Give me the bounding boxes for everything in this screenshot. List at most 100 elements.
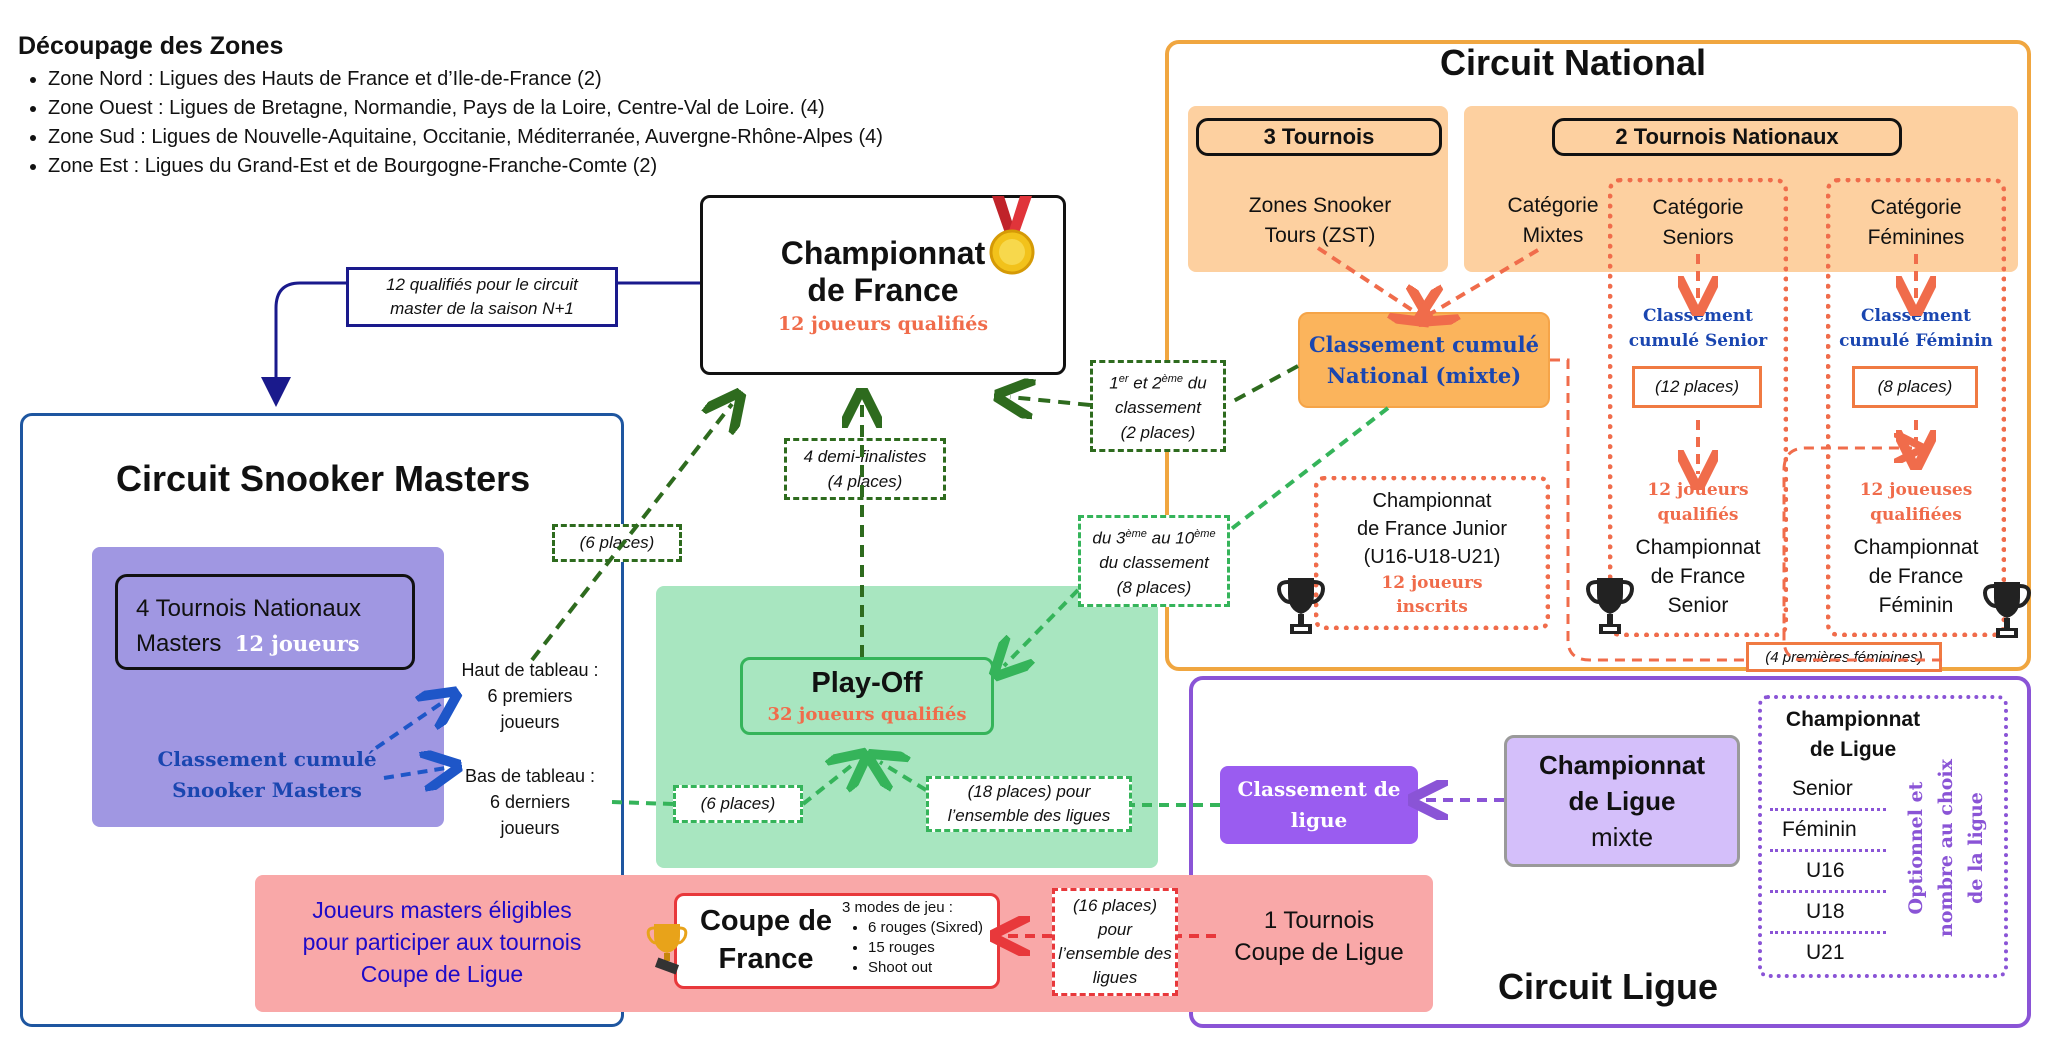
bas-line2: 6 derniers [489, 792, 571, 812]
premiers-sup2: ème [1161, 372, 1184, 385]
feminines-label: Catégorie Féminines [1830, 192, 2002, 254]
coupe-france-box [674, 893, 1000, 989]
circuit-ligue-box [1189, 676, 2031, 1028]
trois-tournois-zone [1188, 106, 1448, 272]
mode-15-rouges: 15 rouges [868, 938, 1002, 958]
junior-sub2: inscrits [1396, 597, 1468, 617]
troisieme-line2: du classement [1099, 553, 1209, 573]
classement-national-line2: National (mixte) [1326, 363, 1522, 388]
masters-inner [92, 547, 444, 827]
modes-title: 3 modes de jeu : [842, 899, 953, 916]
feminines-line2: Féminines [1867, 226, 1965, 249]
premiers-1: 1 [1109, 373, 1119, 393]
championnat-france-sub: 12 joueurs qualifiés [777, 313, 989, 335]
ligue-cat-feminin: Féminin [1770, 808, 1886, 849]
troisieme-line1: du 3ème au 10ème [1092, 522, 1215, 551]
championnat-ligue-line2: de Ligue [1568, 786, 1676, 816]
premiers-line3: (2 places) [1120, 423, 1196, 443]
seize-line2: pour [1097, 920, 1133, 939]
championnat-france-box: Championnat de France 12 joueurs qualifi… [700, 195, 1066, 375]
premiers-line1: 1er et 2ème du [1109, 367, 1206, 396]
masters-tournois-line2-wrap: Masters 12 joueurs [136, 626, 412, 661]
playoff-box: Play-Off 32 joueurs qualifiés [740, 657, 994, 735]
fem-champ-line1: Championnat [1853, 535, 1979, 559]
classement-ligue-box: Classement de ligue [1220, 766, 1418, 844]
demi-line2: (4 places) [827, 472, 903, 491]
senior-champ-line3: Senior [1667, 593, 1729, 617]
zst-line1: Zones Snooker [1248, 194, 1392, 217]
seniors-label: Catégorie Seniors [1612, 192, 1784, 254]
haut-line3: joueurs [500, 712, 560, 732]
masters-classement-line1: Classement cumulé [157, 747, 377, 771]
playoff-title: Play-Off [811, 667, 923, 699]
masters-tournois-line2: Masters [136, 630, 222, 657]
championnat-france-title-2: de France [807, 272, 959, 308]
dix-huit-line2: l’ensemble des ligues [947, 806, 1111, 825]
seniors-line1: Catégorie [1652, 196, 1744, 219]
fem-classement-line2: cumulé Féminin [1839, 331, 1993, 351]
bas-tableau: Bas de tableau : 6 derniers joueurs [440, 762, 620, 842]
bas-line3: joueurs [500, 818, 560, 838]
national-title: Circuit National [1440, 42, 1707, 83]
senior-champ-line2: de France [1650, 564, 1746, 588]
masters-tournois-line1: 4 Tournois Nationaux [136, 595, 362, 622]
ligue-categories-title: Championnat de Ligue [1768, 706, 1938, 764]
fem-classement-line1: Classement [1861, 306, 1971, 326]
ligue-cat-u21: U21 [1770, 931, 1886, 972]
troisieme-line3: (8 places) [1116, 578, 1192, 598]
coupe-modes: 3 modes de jeu : 6 rouges (Sixred) 15 ro… [842, 898, 1002, 978]
seize-line3: l’ensemble des [1058, 944, 1172, 963]
masters-eligibles: Joueurs masters éligibles pour participe… [272, 892, 612, 992]
gold-trophy-icon [646, 920, 688, 976]
ligue-cat-title1: Championnat [1785, 708, 1921, 731]
masters-classement-line2: Snooker Masters [172, 778, 362, 802]
premiers-classement-label: 1er et 2ème du classement (2 places) [1090, 360, 1226, 452]
senior-qualifies: 12 joueurs qualifiés [1612, 478, 1784, 528]
mode-sixred: 6 rouges (Sixred) [868, 918, 1002, 938]
feminin-championnat: Championnat de France Féminin [1830, 532, 2002, 620]
haut-tableau: Haut de tableau : 6 premiers joueurs [440, 656, 620, 736]
dix-huit-places-label: (18 places) pour l’ensemble des ligues [926, 776, 1132, 832]
deux-tournois-zone [1464, 106, 2018, 272]
zone-sud: Zone Sud : Ligues de Nouvelle-Aquitaine,… [48, 123, 1058, 152]
classement-national-box: Classement cumulé National (mixte) [1298, 312, 1550, 408]
fem-champ-line3: Féminin [1878, 593, 1954, 617]
seize-line4: ligues [1092, 968, 1138, 987]
zone-est: Zone Est : Ligues du Grand-Est et de Bou… [48, 152, 1058, 181]
seize-line1: (16 places) [1072, 896, 1158, 915]
championnat-ligue-box: Championnat de Ligue mixte [1504, 735, 1740, 867]
qualifies-masters-line2: master de la saison N+1 [390, 299, 574, 318]
quatre-feminines-label: (4 premières féminines) [1746, 642, 1942, 672]
troisieme-sup2: ème [1194, 527, 1216, 540]
feminin-qualifies: 12 joueuses qualifiées [1830, 478, 2002, 528]
premiers-et2: et 2 [1128, 373, 1162, 393]
zones-section: Découpage des Zones Zone Nord : Ligues d… [18, 32, 1058, 181]
ligue-categories-box [1758, 695, 2008, 978]
six-places-top-label: (6 places) [552, 524, 682, 562]
championnat-france-title-1: Championnat [780, 235, 986, 271]
junior-sub1: 12 joueurs [1381, 573, 1483, 593]
classement-ligue-line1: Classement de [1237, 777, 1401, 801]
premiers-sup1: er [1118, 372, 1129, 385]
ligue-cat-title2: de Ligue [1809, 738, 1897, 761]
masters-tournois-box: 4 Tournois Nationaux Masters 12 joueurs [115, 574, 415, 670]
eligibles-line3: Coupe de Ligue [360, 961, 524, 987]
deux-tournois-header: 2 Tournois Nationaux [1552, 118, 1902, 156]
six-places-bottom-label: (6 places) [673, 785, 803, 823]
junior-line1: Championnat [1372, 490, 1492, 512]
senior-places: (12 places) [1632, 366, 1762, 408]
senior-qual-line2: qualifiés [1657, 505, 1739, 525]
junior-line3: (U16-U18-U21) [1363, 546, 1501, 568]
masters-title: Circuit Snooker Masters [116, 458, 531, 499]
ligue-cat-u18: U18 [1770, 890, 1886, 931]
fem-champ-line2: de France [1868, 564, 1964, 588]
fem-qual-line1: 12 joueuses [1859, 480, 1973, 500]
senior-championnat: Championnat de France Senior [1612, 532, 1784, 620]
ligue-cat-senior: Senior [1792, 777, 1853, 800]
championnat-ligue-line3: mixte [1590, 822, 1654, 852]
bas-line1: Bas de tableau : [464, 766, 596, 786]
masters-tournois-players: 12 joueurs [234, 631, 360, 656]
trophy-icon [1585, 574, 1635, 640]
qualifies-masters-label: 12 qualifiés pour le circuit master de l… [346, 267, 618, 327]
medal-icon [986, 196, 1038, 276]
